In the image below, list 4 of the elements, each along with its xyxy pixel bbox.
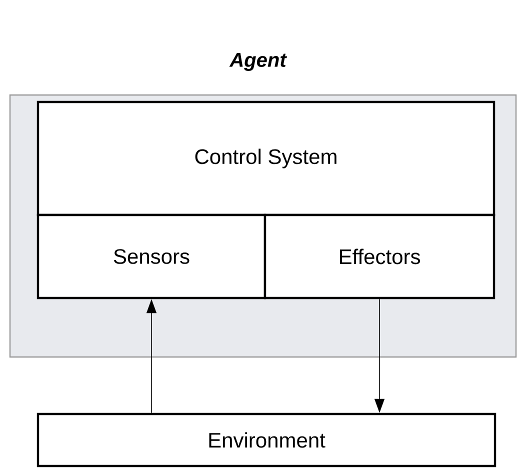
environment-box: Environment bbox=[36, 412, 496, 468]
title: Agent bbox=[229, 53, 288, 71]
component-box: Sensors bbox=[36, 214, 266, 300]
component-box: Effectors bbox=[264, 214, 496, 300]
